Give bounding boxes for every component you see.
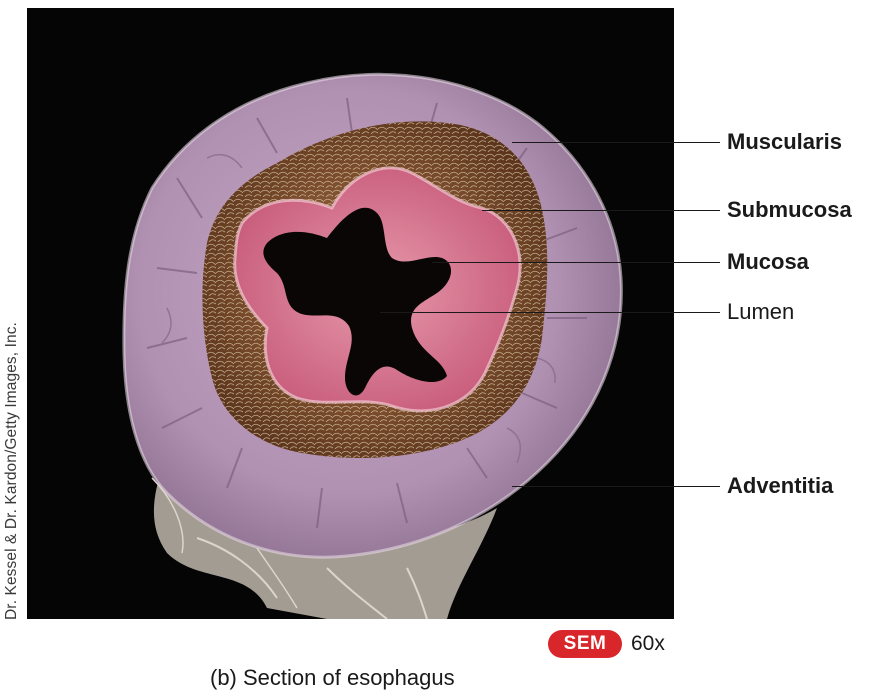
adventitia-label: Adventitia xyxy=(727,473,834,498)
magnification-label: 60x xyxy=(631,632,665,655)
figure-caption: (b) Section of esophagus xyxy=(210,665,455,690)
submucosa-label: Submucosa xyxy=(727,197,852,222)
sem-badge: SEM xyxy=(548,630,622,658)
muscularis-label: Muscularis xyxy=(727,129,842,154)
photo-credit: Dr. Kessel & Dr. Kardon/Getty Images, In… xyxy=(3,322,20,620)
lumen xyxy=(263,207,452,396)
adventitia-leader-line xyxy=(512,486,720,487)
esophagus-cross-section xyxy=(122,72,623,619)
muscularis-leader-line xyxy=(512,142,720,143)
mucosa-leader-line xyxy=(432,262,720,263)
mucosa-label: Mucosa xyxy=(727,249,809,274)
submucosa-leader-line xyxy=(482,210,720,211)
lumen-leader-line xyxy=(380,312,720,313)
esophagus-sem-micrograph xyxy=(27,8,674,619)
lumen-label: Lumen xyxy=(727,299,795,324)
